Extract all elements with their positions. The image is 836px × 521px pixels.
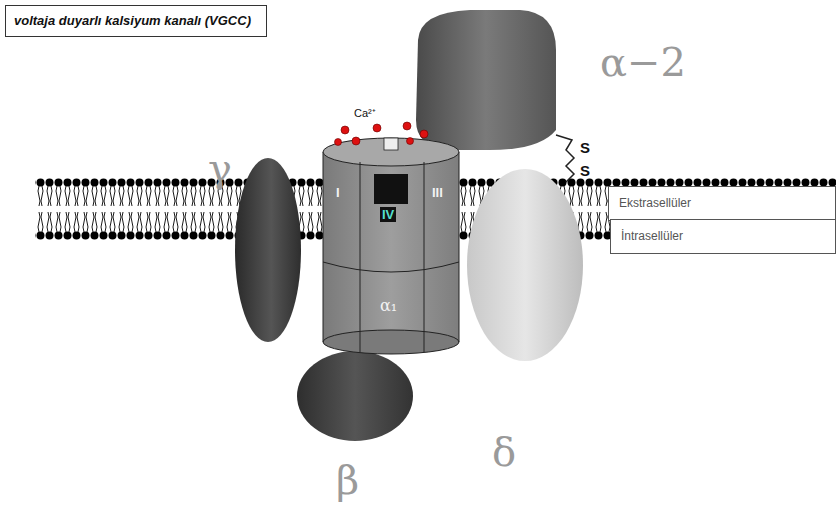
calcium-ions [335, 122, 429, 146]
subunit-label: α₁ [380, 298, 397, 314]
subunit-label: γ [208, 148, 232, 188]
beta-subunit [297, 351, 413, 441]
subunit-label: β [336, 460, 359, 500]
ion-label: Ca²⁺ [354, 108, 376, 119]
region-label: Ekstrasellüler [619, 196, 825, 211]
region-box: Ekstrasellüler [608, 186, 836, 221]
region-label: İntrasellüler [621, 229, 825, 244]
subunit-label: δ [492, 432, 516, 472]
alpha1-subunit [323, 138, 459, 354]
domain-number: III [432, 186, 443, 199]
domain-number: I [336, 186, 340, 199]
title-box: voltaja duyarlı kalsiyum kanalı (VGCC) [5, 5, 267, 37]
sulfur-label: S [580, 140, 590, 155]
alpha2-subunit [416, 10, 556, 150]
gamma-subunit [235, 158, 301, 342]
delta-subunit [467, 169, 583, 361]
subunit-label: α−2 [600, 42, 686, 82]
disulfide-bond [556, 135, 574, 182]
region-box: İntrasellüler [610, 219, 836, 254]
domain-number: IV [380, 207, 396, 222]
title-text: voltaja duyarlı kalsiyum kanalı (VGCC) [14, 13, 258, 29]
sulfur-label: S [580, 163, 590, 178]
